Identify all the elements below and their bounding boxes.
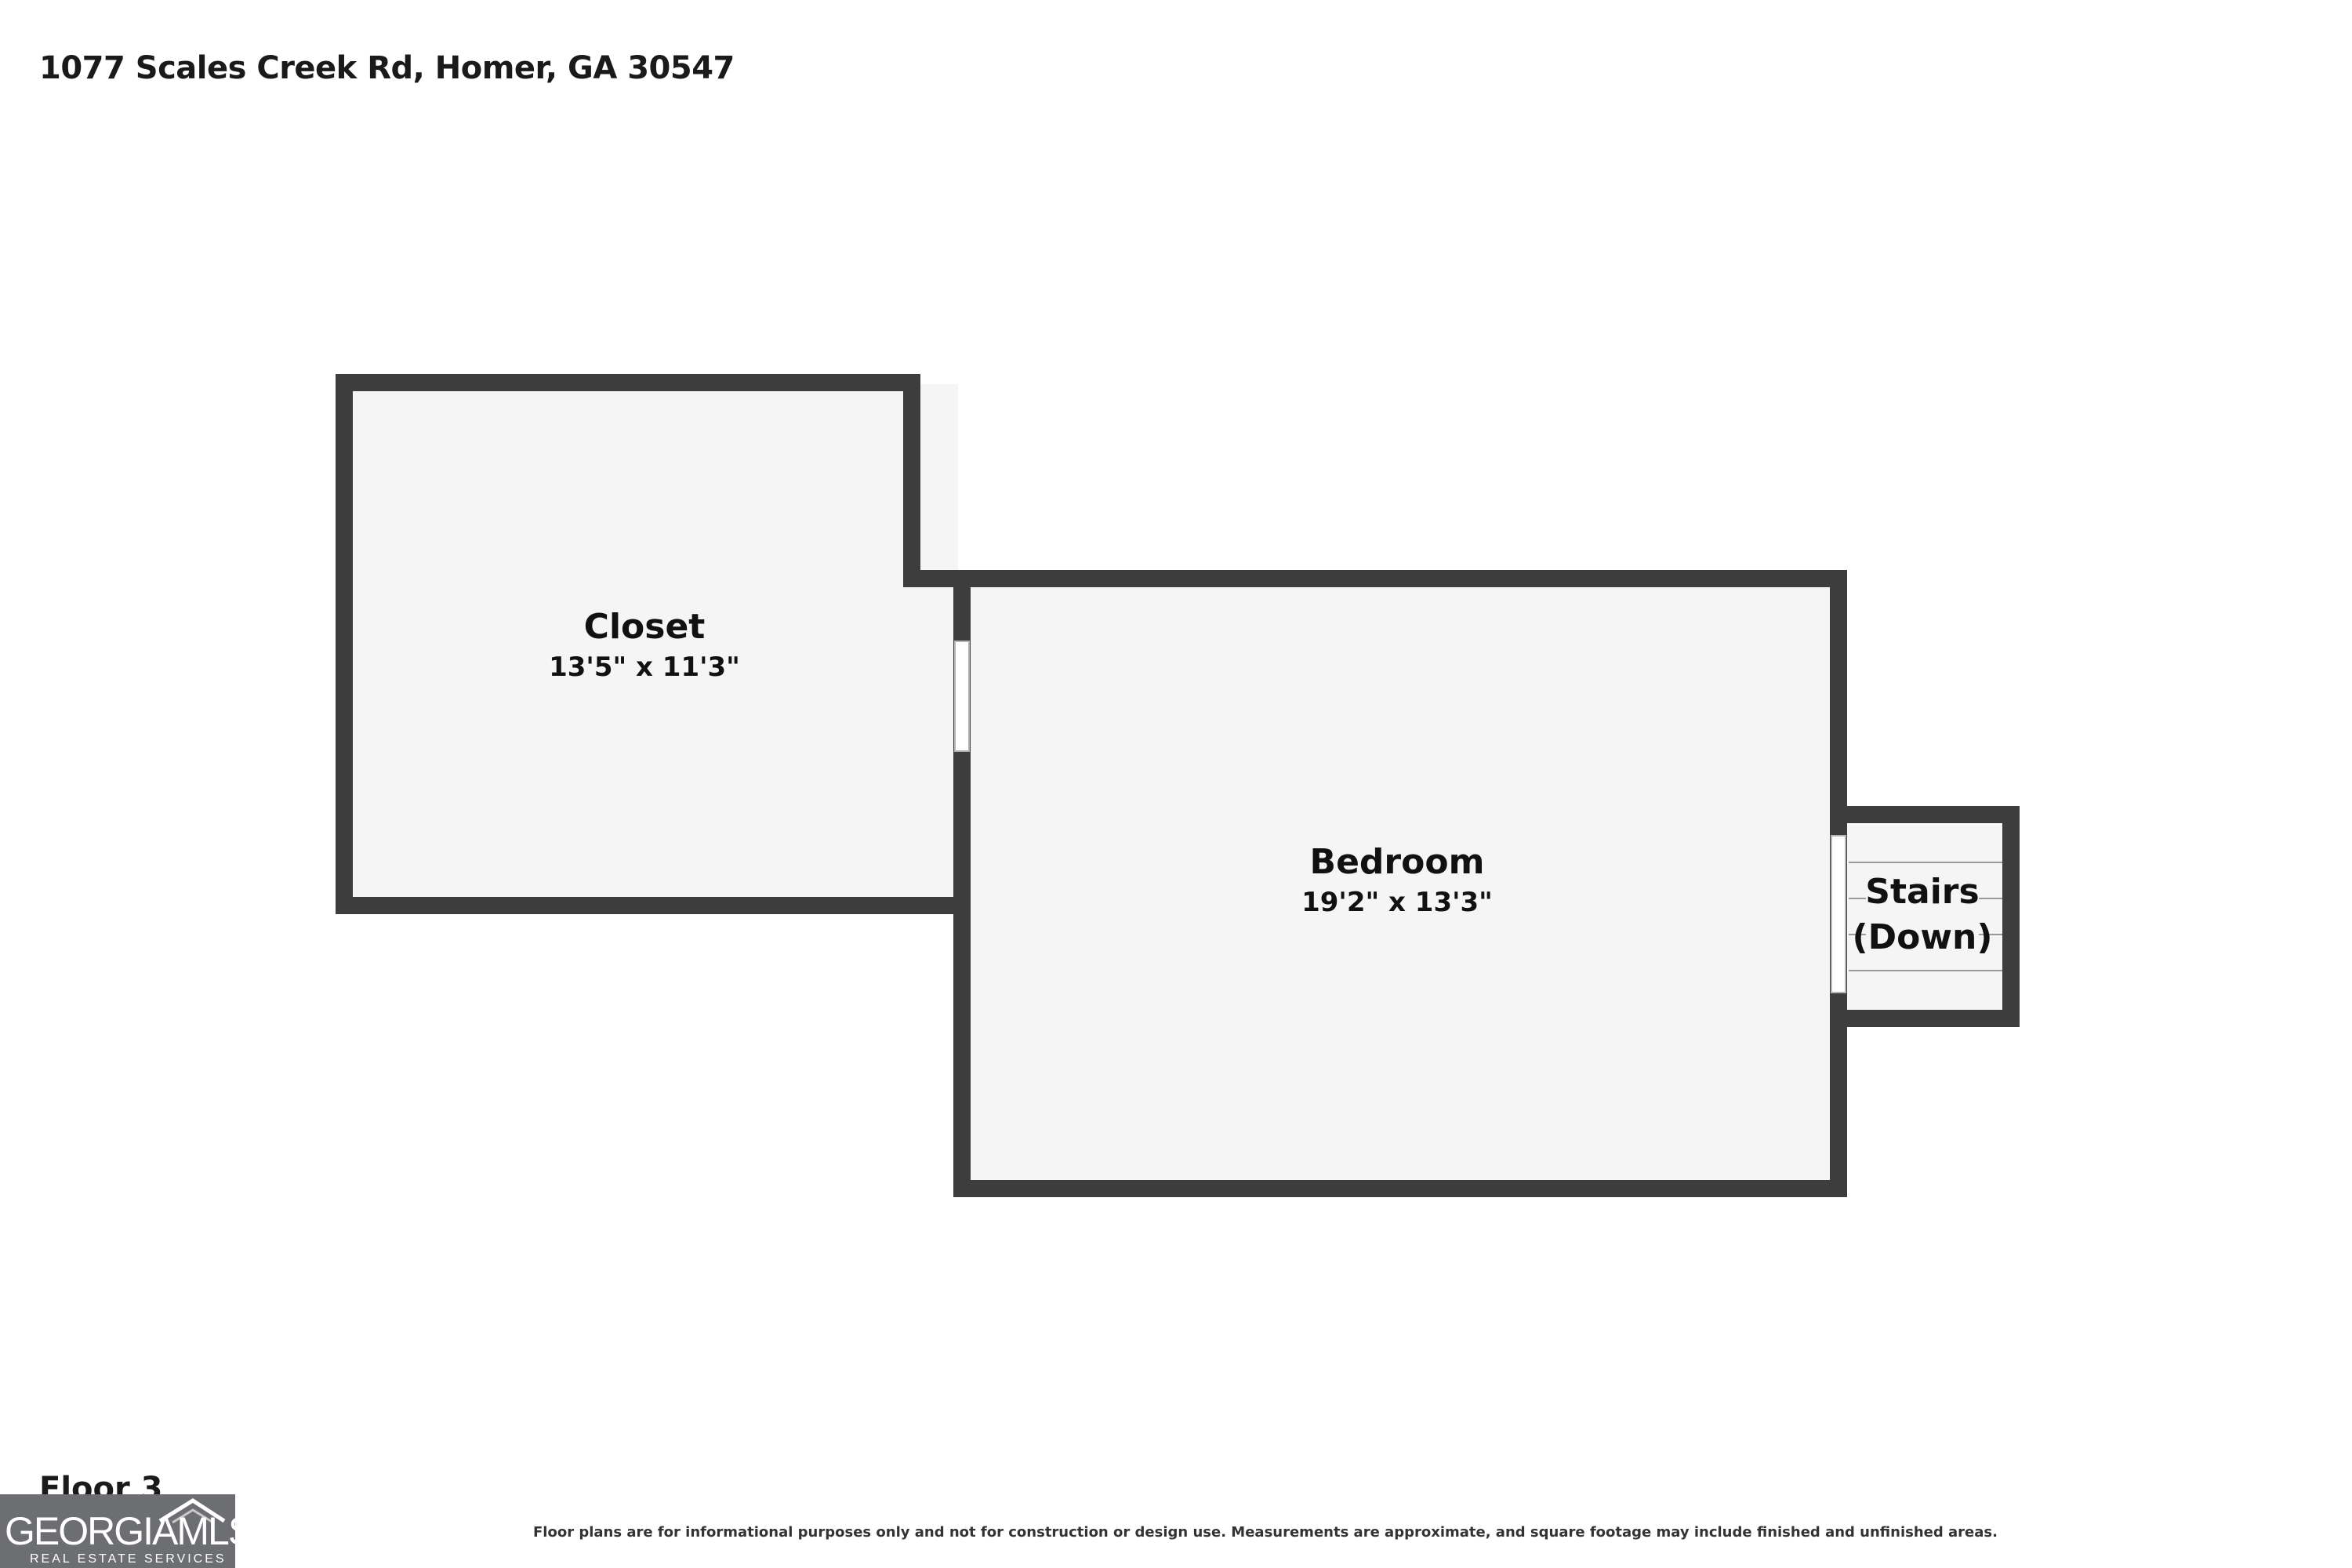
logo-sub-text: REAL ESTATE SERVICES: [30, 1552, 227, 1566]
closet-label: Closet: [584, 607, 706, 647]
bedroom-label: Bedroom: [1310, 842, 1485, 882]
closet-doorway: [954, 641, 970, 752]
closet-dimensions: 13'5" x 11'3": [549, 652, 740, 683]
closet-floor: [345, 384, 958, 911]
stairs-label-line2: (Down): [1853, 917, 1993, 957]
disclaimer-text: Floor plans are for informational purpos…: [533, 1524, 1998, 1541]
georgia-mls-logo: GEORGIAMLS REAL ESTATE SERVICES: [0, 1494, 235, 1568]
stairs-label-line1: Stairs: [1865, 872, 1979, 912]
stairs-label-bg: [1866, 870, 1979, 953]
bedroom-dimensions: 19'2" x 13'3": [1301, 887, 1493, 918]
house-roof-icon: [158, 1498, 226, 1524]
stairs-doorway: [1831, 835, 1846, 993]
property-address: 1077 Scales Creek Rd, Homer, GA 30547: [39, 50, 735, 86]
logo-main-text: GEORGIAMLS: [5, 1509, 235, 1553]
bedroom-floor: [958, 580, 1838, 1187]
